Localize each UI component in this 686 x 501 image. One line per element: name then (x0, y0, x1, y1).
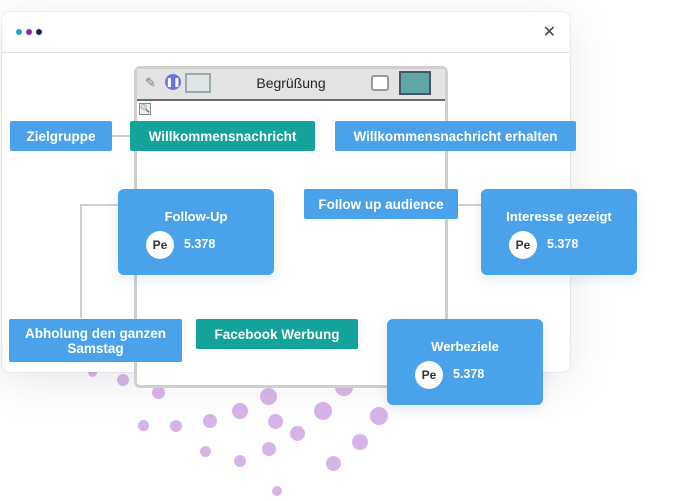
panel-icon[interactable] (185, 73, 211, 93)
node-follow-up-audience-label: Follow up audience (318, 196, 444, 212)
card-interesse-value: 5.378 (547, 237, 579, 251)
node-willkommensnachricht[interactable]: Willkommensnachricht (130, 121, 315, 151)
card-werbeziele-title: Werbeziele (431, 339, 499, 354)
panel-right-icon[interactable] (399, 71, 431, 95)
node-willkommensnachricht-label: Willkommensnachricht (148, 128, 297, 144)
card-follow-up[interactable]: Follow-Up Pe 5.378 (118, 189, 274, 275)
flow-title: Begrüßung (256, 75, 326, 91)
node-facebook-werbung-label: Facebook Werbung (214, 326, 340, 342)
card-interesse-title: Interesse gezeigt (506, 209, 612, 224)
card-follow-up-title: Follow-Up (164, 209, 228, 224)
pause-icon[interactable]: ❚❚ (165, 74, 181, 90)
pencil-icon[interactable]: ✎ (145, 75, 156, 90)
node-abholung-label-line1: Abholung den ganzen (25, 325, 166, 341)
window-header: ✕ (2, 12, 570, 53)
avatar: Pe (146, 231, 174, 259)
node-willkommensnachricht-erhalten-label: Willkommensnachricht erhalten (353, 128, 558, 144)
close-icon[interactable]: ✕ (542, 24, 556, 41)
card-werbeziele-value: 5.378 (453, 367, 485, 381)
window-dot-navy (36, 29, 42, 35)
card-interesse-gezeigt[interactable]: Interesse gezeigt Pe 5.378 (481, 189, 637, 275)
flow-editor-toolbar: ✎ ❚❚ Begrüßung (137, 69, 445, 101)
node-zielgruppe-label: Zielgruppe (26, 128, 96, 144)
search-icon[interactable]: 🔍 (139, 103, 151, 115)
window-dot-teal (16, 29, 22, 35)
window-toggle-icon[interactable] (371, 75, 389, 91)
node-abholung-label-line2: Samstag (67, 340, 124, 356)
node-abholung[interactable]: Abholung den ganzen Samstag (9, 319, 182, 362)
card-werbeziele[interactable]: Werbeziele Pe 5.378 (387, 319, 543, 405)
card-follow-up-value: 5.378 (184, 237, 216, 251)
avatar: Pe (415, 361, 443, 389)
node-zielgruppe[interactable]: Zielgruppe (10, 121, 112, 151)
node-follow-up-audience[interactable]: Follow up audience (304, 189, 458, 219)
avatar: Pe (509, 231, 537, 259)
window-dot-purple (26, 29, 32, 35)
node-willkommensnachricht-erhalten[interactable]: Willkommensnachricht erhalten (335, 121, 576, 151)
node-facebook-werbung[interactable]: Facebook Werbung (196, 319, 358, 349)
